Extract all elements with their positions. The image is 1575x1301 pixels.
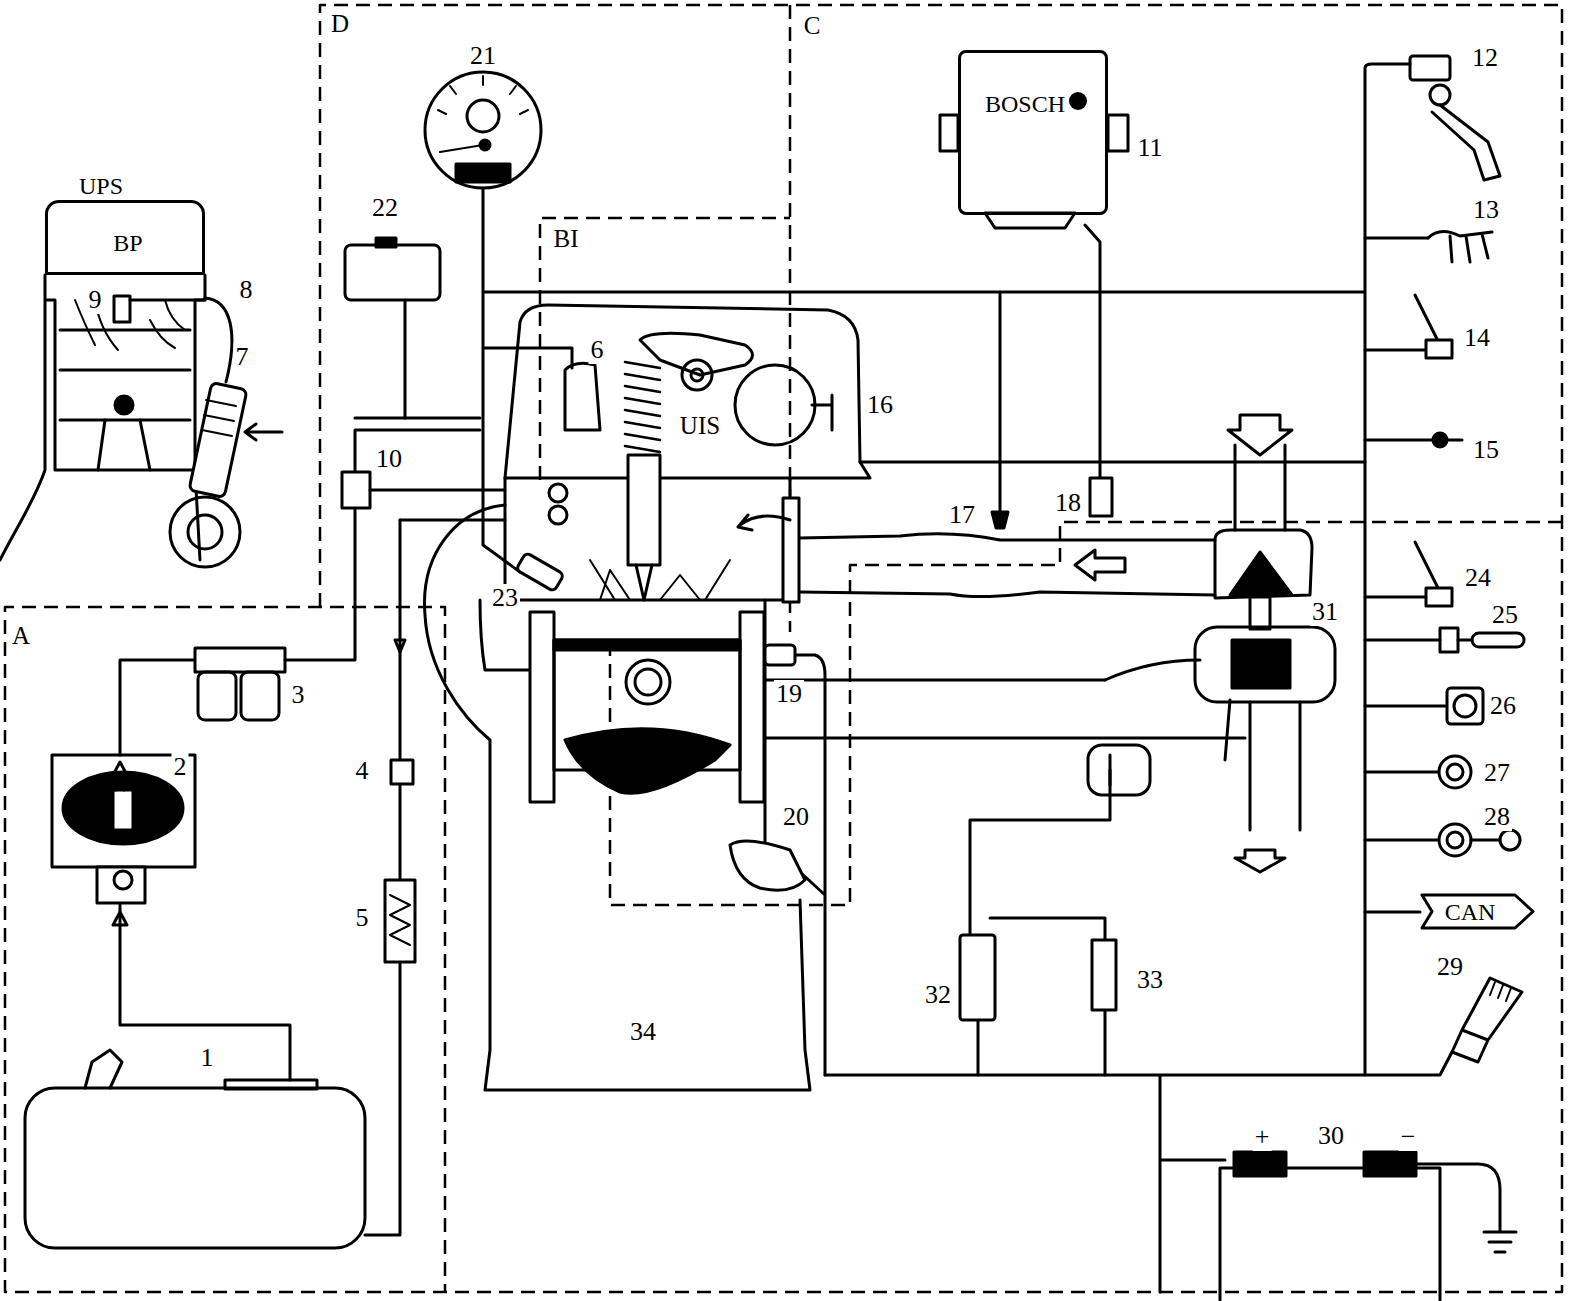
region-letter: A <box>12 623 30 648</box>
callout-number: 27 <box>1482 759 1512 787</box>
callout-number: 2 <box>172 753 189 781</box>
system-name: UPS <box>79 174 123 198</box>
callout-number: 28 <box>1482 803 1512 831</box>
callout-number: 14 <box>1462 324 1492 352</box>
callout-number: 4 <box>354 757 371 785</box>
region-letter: C <box>804 13 821 38</box>
callout-number: + <box>1253 1123 1272 1151</box>
callout-number: 23 <box>490 584 520 612</box>
callout-number: 20 <box>781 803 811 831</box>
callout-number: − <box>1399 1123 1418 1151</box>
ecu-box: BOSCH <box>958 50 1108 215</box>
callout-number: 24 <box>1463 564 1493 592</box>
callout-number: 10 <box>374 445 404 473</box>
region-letter: D <box>331 11 349 36</box>
callout-number: 5 <box>354 904 371 932</box>
callout-number: 31 <box>1310 598 1340 626</box>
can-connector: CAN <box>1420 893 1535 930</box>
bus-name: CAN <box>1445 900 1496 924</box>
region-bi: BI <box>540 218 790 632</box>
callout-number: 21 <box>468 42 498 70</box>
callout-number: 34 <box>628 1018 658 1046</box>
callout-number: 11 <box>1135 134 1164 162</box>
region-a: A <box>5 607 445 1292</box>
callout-number: 25 <box>1490 601 1520 629</box>
callout-number: 6 <box>589 336 606 364</box>
callout-number: 12 <box>1470 44 1500 72</box>
callout-number: 16 <box>865 391 895 419</box>
callout-number: 30 <box>1316 1122 1346 1150</box>
callout-number: 8 <box>238 276 255 304</box>
uis-housing: UIS <box>505 305 870 480</box>
region-c: C BOSCH CAN <box>790 5 1562 1292</box>
callout-number: 32 <box>923 981 953 1009</box>
callout-number: 7 <box>234 343 251 371</box>
callout-number: 1 <box>199 1044 216 1072</box>
region-letter: BI <box>554 226 579 251</box>
callout-number: 17 <box>947 501 977 529</box>
callout-number: 33 <box>1135 966 1165 994</box>
callout-number: 13 <box>1471 196 1501 224</box>
callout-number: 29 <box>1435 953 1465 981</box>
callout-number: 9 <box>87 286 104 314</box>
ups-pump-head: UPSBP <box>45 200 205 275</box>
part-name: BP <box>113 231 142 255</box>
callout-number: 26 <box>1488 692 1518 720</box>
callout-number: 18 <box>1053 489 1083 517</box>
callout-number: 19 <box>774 680 804 708</box>
callout-number: 15 <box>1471 436 1501 464</box>
callout-number: 22 <box>370 194 400 222</box>
region-d: D <box>320 5 790 607</box>
callout-number: 3 <box>290 681 307 709</box>
ecu-brand: BOSCH <box>985 92 1065 116</box>
system-name: UIS <box>680 413 720 438</box>
